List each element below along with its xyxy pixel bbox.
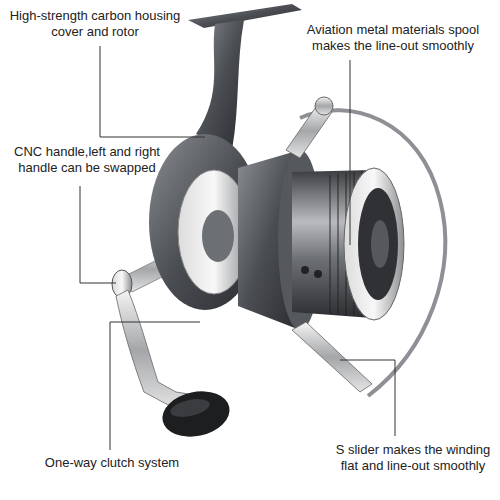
handle-knob-shine: [169, 396, 211, 420]
callout-label: CNC handle,left and right handle can be …: [2, 144, 172, 176]
spool-cap: [358, 188, 398, 300]
reel-foot: [188, 4, 302, 28]
leader-line: [350, 60, 351, 245]
spool-lip: [344, 168, 404, 320]
reel-stem: [196, 20, 244, 150]
side-plate-hub: [202, 210, 234, 262]
leader-lines: [80, 46, 395, 450]
leader-line: [110, 322, 200, 450]
leader-line: [80, 186, 116, 283]
callout-label: Aviation metal materials spool makes the…: [289, 22, 497, 54]
bail-arm: [292, 322, 372, 392]
handle-knob: [158, 385, 234, 442]
spool-knob: [371, 220, 389, 268]
leader-line: [340, 360, 395, 436]
callout-label: S slider makes the winding flat and line…: [328, 442, 498, 474]
reel: [112, 4, 445, 443]
callout-label: One-way clutch system: [24, 455, 200, 471]
spool-hole: [314, 270, 322, 278]
line-roller: [315, 97, 333, 115]
callout-label: High-strength carbon housing cover and r…: [4, 8, 186, 40]
spool-hole: [301, 266, 309, 274]
leader-line: [100, 46, 205, 137]
